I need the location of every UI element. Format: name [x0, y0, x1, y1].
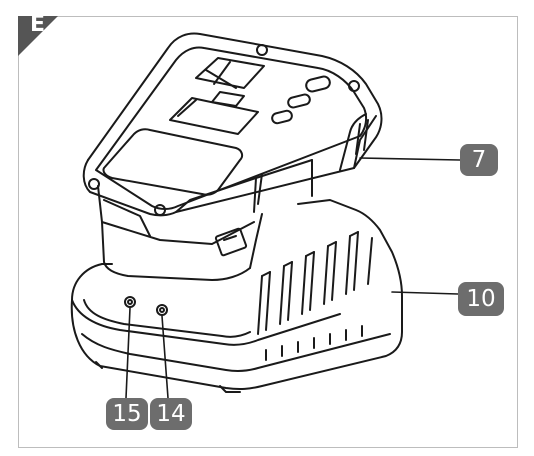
callout-7: 7 [460, 144, 498, 176]
battery-pack [82, 32, 383, 281]
section-label: E [30, 12, 46, 37]
charger-base [70, 199, 403, 393]
callout-14: 14 [150, 398, 192, 430]
leader-lines [125, 157, 461, 399]
callout-15: 15 [106, 398, 148, 430]
callout-10: 10 [458, 282, 504, 316]
figure-frame [18, 16, 518, 448]
